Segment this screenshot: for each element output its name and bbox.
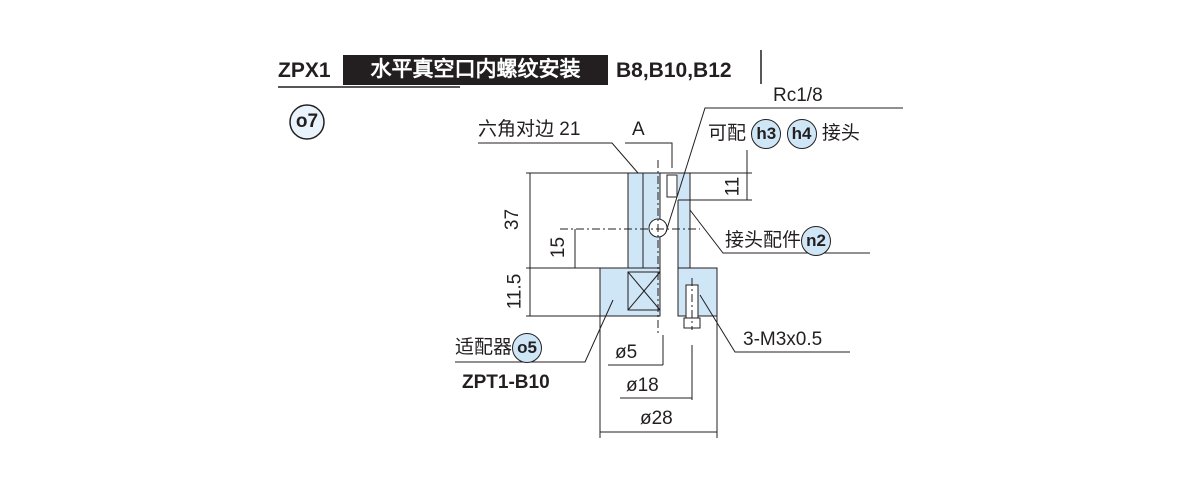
size-list: B8,B10,B12 — [616, 59, 732, 82]
fitting-label: 接头配件 — [725, 230, 802, 252]
adapter-label: 适配器 — [455, 337, 513, 359]
fitting-badge: n2 — [801, 226, 832, 256]
hex-label: 六角对边 21 — [478, 119, 581, 140]
view-a-label: A — [632, 119, 645, 140]
dim-11-5: 11.5 — [504, 273, 526, 310]
adapter-model: ZPT1-B10 — [462, 372, 550, 393]
fit-badge-h4: h4 — [786, 119, 817, 149]
section-badge-circle — [289, 104, 325, 140]
dim-15: 15 — [548, 236, 570, 259]
hex-section — [627, 271, 661, 311]
dim-phi18: ø18 — [626, 375, 659, 396]
section-title: 水平真空口内螺纹安装 — [343, 55, 608, 85]
dim-11: 11 — [722, 176, 744, 197]
thread-label: Rc1/8 — [773, 85, 823, 106]
series-code: ZPX1 — [278, 59, 331, 82]
fit-badge-h3: h3 — [751, 119, 782, 149]
screw-label: 3-M3x0.5 — [743, 329, 823, 350]
dim-phi5: ø5 — [615, 342, 638, 363]
dim-phi28: ø28 — [640, 408, 673, 429]
dim-37: 37 — [502, 208, 524, 231]
section-badge: o7 — [295, 111, 319, 132]
fits-prefix: 可配 — [708, 123, 747, 145]
fits-suffix: 接头 — [821, 123, 860, 145]
fits-callout: 可配 h3 h4 接头 — [708, 119, 860, 149]
adapter-badge: o5 — [512, 333, 543, 363]
